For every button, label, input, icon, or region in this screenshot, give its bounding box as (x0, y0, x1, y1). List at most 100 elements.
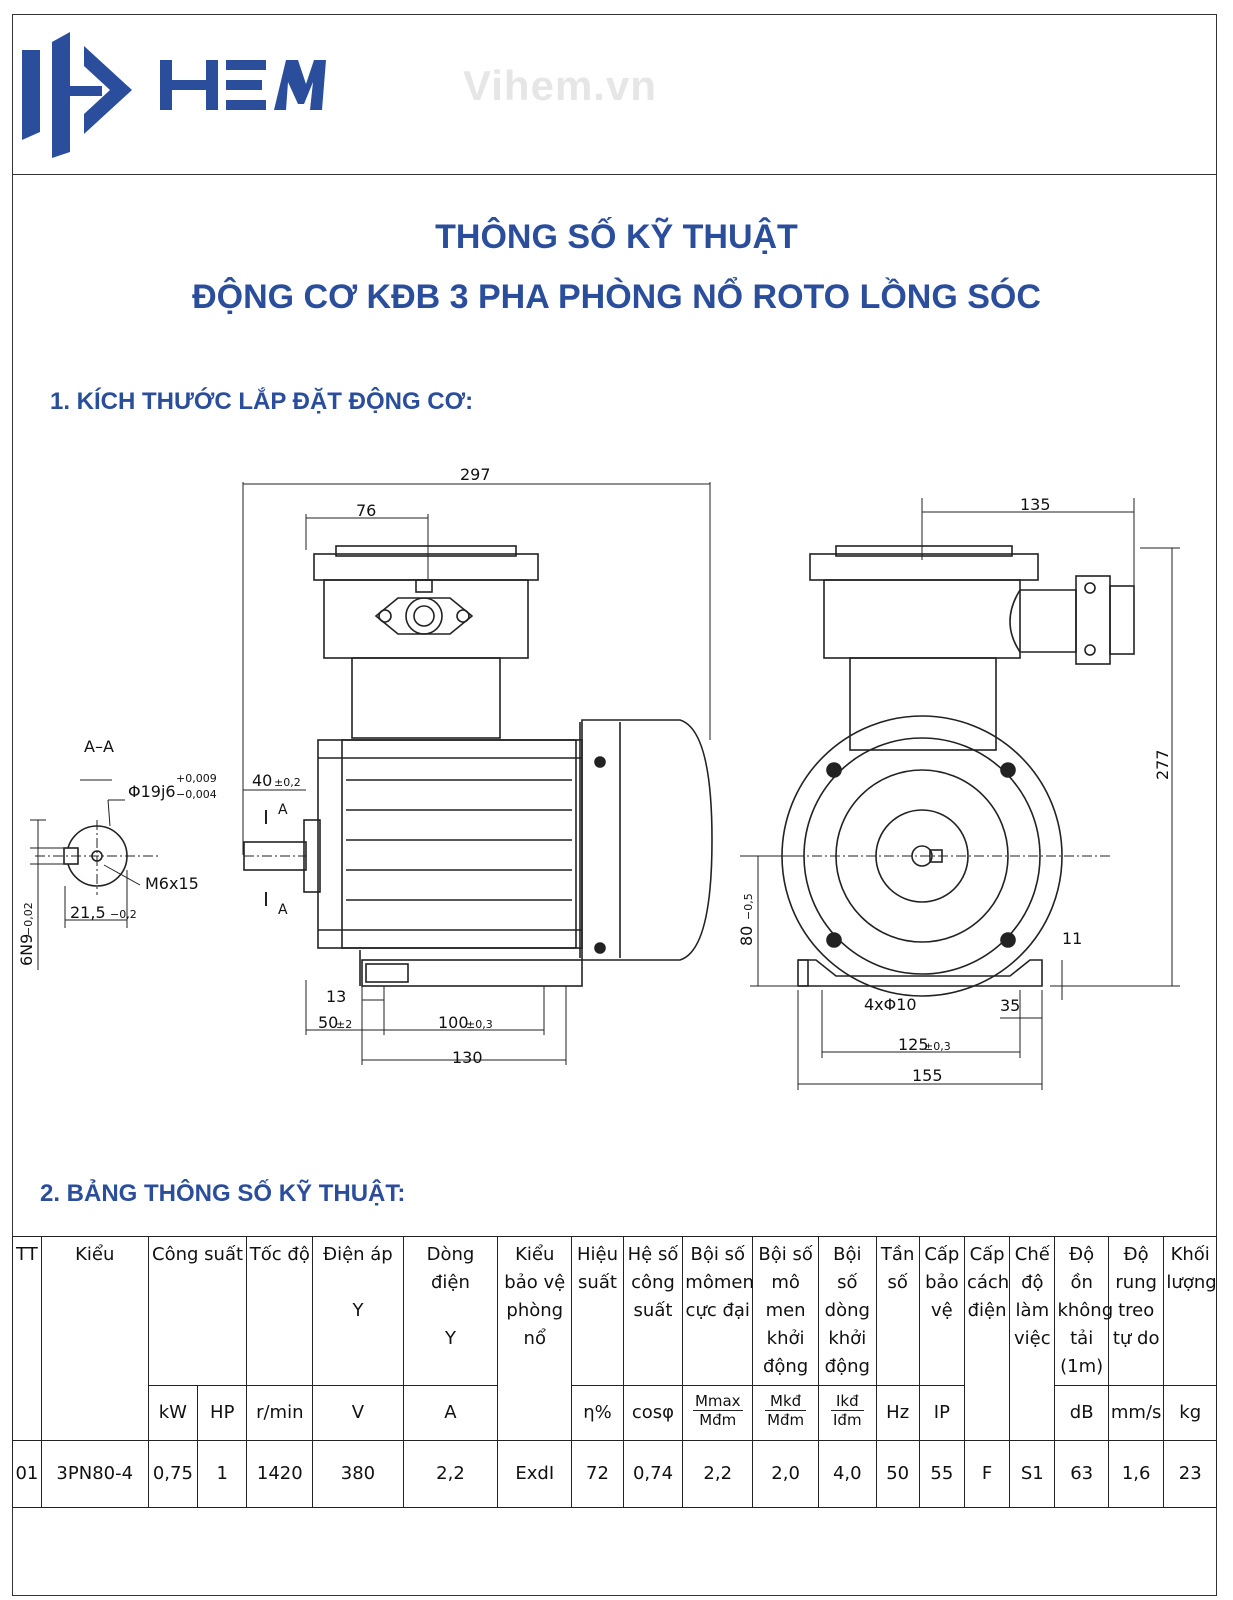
dim-foot-thickness: 13 (326, 987, 346, 1006)
cell-insulation: F (963, 1440, 1011, 1508)
unit-hp: HP (197, 1385, 248, 1441)
dim-gland-width: 135 (1020, 495, 1051, 514)
unit-ip: IP (918, 1385, 965, 1441)
unit-ikd-den: Iđm (833, 1411, 862, 1429)
cell-duty: S1 (1009, 1440, 1056, 1508)
section-label: A–A (84, 737, 114, 756)
section-dimensions-heading: 1. KÍCH THƯỚC LẮP ĐẶT ĐỘNG CƠ: (50, 388, 474, 415)
dim-terminal-offset: 76 (356, 501, 376, 520)
cell-kw: 0,75 (147, 1440, 199, 1508)
dim-foot-offset: 50 (318, 1013, 338, 1032)
unit-mmax-num: Mmax (692, 1392, 743, 1411)
dim-foot-offset-tol: ±2 (336, 1018, 352, 1031)
header-voltage-y: Y (352, 1300, 364, 1321)
dim-shaft-length-tol: ±0,2 (274, 776, 301, 789)
motor-foot (361, 959, 583, 987)
header-noise: Độ ồn không tải (1m) (1054, 1236, 1113, 1386)
dim-total-length: 297 (460, 465, 491, 484)
dim-foot-hole-spacing: 100 (438, 1013, 469, 1032)
header-max-torque: Bội số mômen cực đại (682, 1236, 754, 1386)
front-terminal-box-lid (809, 553, 1039, 581)
cell-efficiency: 72 (571, 1440, 624, 1508)
header-current-label: Dòng điện (426, 1244, 475, 1293)
unit-amp: A (402, 1385, 499, 1441)
cable-gland (1009, 589, 1077, 653)
header-protection-type: Kiểu bảo vệ phòng nổ (497, 1236, 573, 1441)
header-current-y: Y (444, 1328, 456, 1349)
dim-hole-center-width-tol: ±0,3 (924, 1040, 951, 1053)
unit-volt: V (312, 1385, 404, 1441)
title-line-2: ĐỘNG CƠ KĐB 3 PHA PHÒNG NỔ ROTO LỒNG SÓC (192, 278, 1041, 316)
title-line-1: THÔNG SỐ KỸ THUẬT (435, 218, 798, 256)
table-row: 01 3PN80-4 0,75 1 1420 380 2,2 ExdI 72 0… (12, 1440, 1217, 1508)
unit-mmax-den: Mđm (699, 1411, 737, 1429)
dim-shaft-length: 40 (252, 771, 272, 790)
unit-kg: kg (1163, 1385, 1217, 1441)
header-divider (12, 174, 1217, 175)
cell-tt: 01 (12, 1440, 42, 1508)
header-start-torque: Bội số mô men khởi động (752, 1236, 819, 1386)
cell-cos: 0,74 (622, 1440, 684, 1508)
hem-logo-mark (22, 32, 326, 158)
dim-shaft-height: 80 (737, 926, 756, 946)
terminal-box-lid (313, 553, 539, 581)
motor-frame (317, 739, 583, 949)
dim-mount-holes: 4xΦ10 (864, 995, 917, 1014)
key-width-label: 6N9 (17, 934, 36, 966)
dim-foot-length: 130 (452, 1048, 483, 1067)
dim-foot-height: 11 (1062, 929, 1082, 948)
unit-hz: Hz (875, 1385, 920, 1441)
shaft-diameter-label: Φ19j6 (128, 782, 176, 801)
cell-mkd: 2,0 (752, 1440, 819, 1508)
key-width-tolerance: −0,02 (22, 902, 35, 936)
cell-ip: 55 (918, 1440, 965, 1508)
cut-mark-top: A (278, 802, 288, 818)
header-start-current: Bội số dòng khởi động (818, 1236, 877, 1386)
dim-total-height: 277 (1153, 749, 1172, 780)
header-duty: Chế độ làm việc (1009, 1236, 1056, 1441)
shaft-tolerance-lower: −0,004 (176, 788, 217, 801)
dim-shaft-height-tol: −0,5 (742, 893, 755, 920)
cell-hp: 1 (197, 1440, 248, 1508)
key-depth-label: 21,5 (70, 903, 106, 922)
section-specs-heading: 2. BẢNG THÔNG SỐ KỸ THUẬT: (40, 1180, 406, 1207)
dim-base-width: 155 (912, 1066, 943, 1085)
cell-weight: 23 (1163, 1440, 1217, 1508)
cell-vibration: 1,6 (1107, 1440, 1165, 1508)
motor-drawing: A–A Φ19j6 +0,009 −0,004 M6x15 21,5 −0,2 … (17, 465, 1180, 1090)
header-weight: Khối lượng (1163, 1236, 1217, 1386)
cell-voltage: 380 (312, 1440, 404, 1508)
dim-hole-center-width: 125 (898, 1035, 929, 1054)
dim-foot-hole-spacing-tol: ±0,3 (466, 1018, 493, 1031)
cut-mark-bottom: A (278, 902, 288, 918)
cell-model: 3PN80-4 (40, 1440, 149, 1508)
cell-noise: 63 (1054, 1440, 1109, 1508)
cell-current: 2,2 (402, 1440, 499, 1508)
unit-efficiency: η% (571, 1385, 624, 1441)
header-model: Kiểu (40, 1236, 149, 1441)
cell-rpm: 1420 (246, 1440, 314, 1508)
header-voltage-label: Điện áp (323, 1244, 393, 1265)
header-insulation-class: Cấp cách điện (963, 1236, 1011, 1441)
unit-mkd-num: Mkđ (765, 1392, 807, 1411)
unit-mms: mm/s (1107, 1385, 1165, 1441)
header-frequency: Tần số (875, 1236, 920, 1386)
dim-foot-width: 35 (1000, 996, 1020, 1015)
page-frame (12, 14, 1217, 1596)
key-depth-tolerance: −0,2 (110, 908, 137, 921)
cell-protection: ExdI (497, 1440, 573, 1508)
cell-mmax: 2,2 (682, 1440, 754, 1508)
header-voltage: Điện áp Y (312, 1236, 404, 1386)
unit-db: dB (1054, 1385, 1109, 1441)
shaft-tolerance-upper: +0,009 (176, 772, 217, 785)
header-efficiency: Hiệu suất (571, 1236, 624, 1386)
cell-ikd: 4,0 (818, 1440, 877, 1508)
watermark: Vihem.vn (463, 62, 657, 109)
fan-cover (581, 719, 713, 961)
unit-mkd-den: Mđm (767, 1411, 805, 1429)
hem-logo (22, 22, 342, 167)
